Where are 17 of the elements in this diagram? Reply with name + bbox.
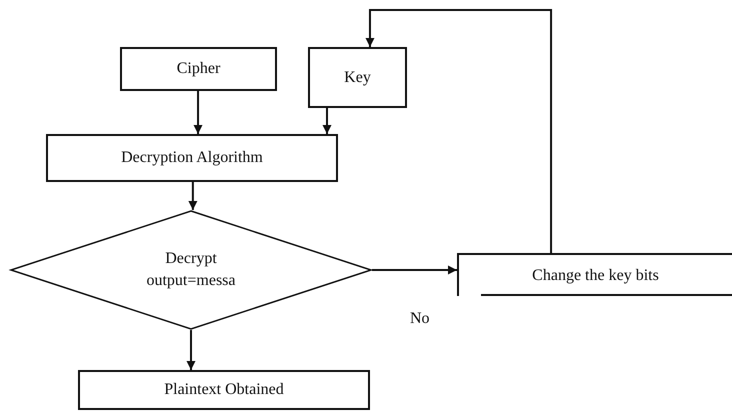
arrow [188, 182, 198, 210]
process-box [78, 370, 370, 410]
arrow [365, 9, 552, 253]
node-label: Decrypt output=messa [145, 249, 236, 291]
process-box [46, 134, 338, 182]
arrow [186, 330, 196, 370]
arrow [372, 265, 457, 274]
process-box [120, 47, 277, 91]
process-box [457, 253, 732, 296]
node-label: Plaintext Obtained [164, 380, 284, 400]
node-label: Cipher [176, 59, 220, 80]
arrow [194, 91, 203, 134]
node-label: Change the key bits [532, 266, 659, 286]
node-label: Key [344, 68, 371, 88]
node-label: Decryption Algorithm [121, 148, 263, 168]
process-box [308, 47, 407, 108]
arrow [322, 108, 332, 134]
